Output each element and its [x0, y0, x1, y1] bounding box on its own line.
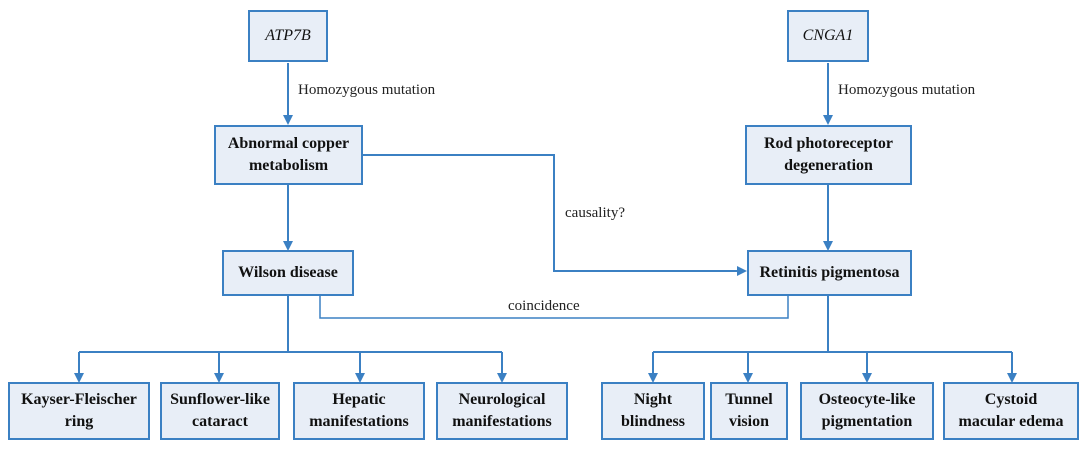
manifestation-line1: Cystoid	[984, 391, 1038, 408]
manifestation-neurological: Neurological manifestations	[436, 382, 568, 440]
rod-degeneration-box: Rod photoreceptor degeneration	[745, 125, 912, 185]
manifestation-line2: manifestations	[309, 413, 409, 430]
retinitis-pigmentosa-label: Retinitis pigmentosa	[759, 264, 900, 281]
manifestation-cystoid-macular-edema: Cystoid macular edema	[943, 382, 1079, 440]
right-mutation-label: Homozygous mutation	[838, 82, 976, 98]
left-mutation-label: Homozygous mutation	[298, 82, 436, 98]
wilson-disease-box: Wilson disease	[222, 250, 354, 296]
manifestation-line2: macular edema	[958, 413, 1064, 430]
gene-atp7b-box: ATP7B	[248, 10, 328, 62]
manifestation-line2: blindness	[620, 413, 686, 430]
manifestation-sunflower-cataract: Sunflower-like cataract	[160, 382, 280, 440]
abnormal-copper-line2: metabolism	[248, 157, 329, 174]
manifestation-kayser-fleischer: Kayser-Fleischer ring	[8, 382, 150, 440]
abnormal-copper-box: Abnormal copper metabolism	[214, 125, 363, 185]
manifestation-line2: ring	[64, 413, 94, 430]
causality-label: causality?	[565, 205, 625, 221]
manifestation-line1: Osteocyte-like	[818, 391, 916, 408]
abnormal-copper-line1: Abnormal copper	[227, 135, 350, 152]
manifestation-line2: vision	[728, 413, 769, 430]
line-coincidence	[319, 296, 789, 319]
manifestation-line1: Neurological	[458, 391, 546, 408]
manifestation-line2: cataract	[192, 413, 248, 430]
manifestation-line1: Tunnel	[725, 391, 773, 408]
manifestation-line1: Night	[633, 391, 673, 408]
manifestation-line2: pigmentation	[821, 413, 913, 430]
retinitis-pigmentosa-box: Retinitis pigmentosa	[747, 250, 912, 296]
manifestation-line1: Sunflower-like	[170, 391, 270, 408]
manifestation-tunnel-vision: Tunnel vision	[710, 382, 788, 440]
manifestation-night-blindness: Night blindness	[601, 382, 705, 440]
arrow-causality	[362, 154, 747, 276]
manifestation-line1: Kayser-Fleischer	[21, 391, 137, 408]
gene-atp7b-label: ATP7B	[265, 27, 311, 44]
wilson-disease-label: Wilson disease	[238, 264, 338, 281]
manifestation-line1: Hepatic	[332, 391, 386, 408]
manifestation-hepatic: Hepatic manifestations	[293, 382, 425, 440]
coincidence-label: coincidence	[508, 298, 580, 314]
manifestation-osteocyte-pigmentation: Osteocyte-like pigmentation	[800, 382, 934, 440]
manifestation-line2: manifestations	[452, 413, 552, 430]
gene-cnga1-box: CNGA1	[787, 10, 869, 62]
rod-degeneration-line1: Rod photoreceptor	[763, 135, 894, 152]
rod-degeneration-line2: degeneration	[784, 157, 873, 174]
gene-cnga1-label: CNGA1	[802, 27, 854, 44]
